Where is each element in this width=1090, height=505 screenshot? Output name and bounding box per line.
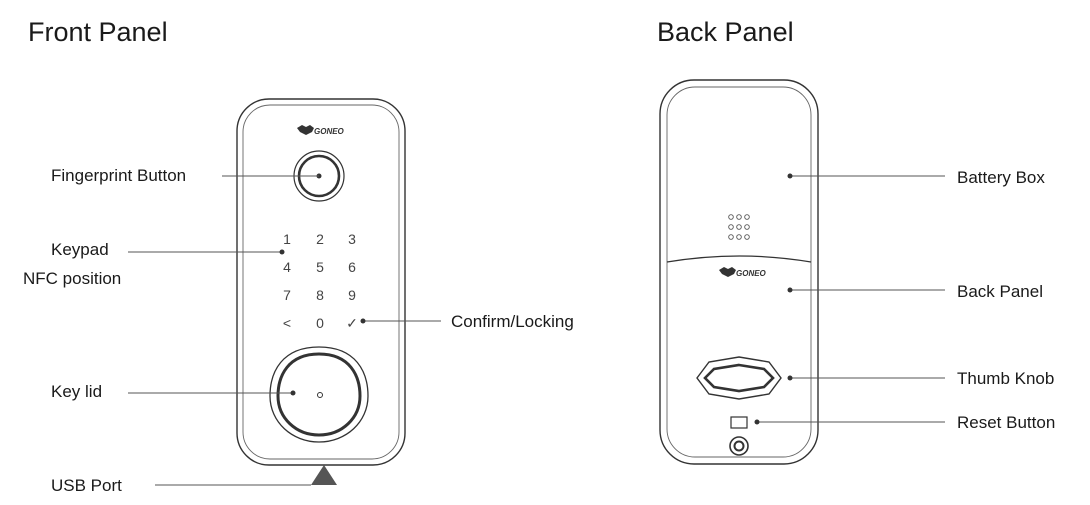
front-panel-title: Front Panel bbox=[28, 17, 168, 47]
key-2[interactable]: 2 bbox=[316, 231, 324, 247]
label-fingerprint-button: Fingerprint Button bbox=[51, 166, 187, 185]
label-confirm-locking: Confirm/Locking bbox=[451, 312, 574, 331]
key-4[interactable]: 4 bbox=[283, 259, 291, 275]
key-confirm[interactable]: ✓ bbox=[346, 315, 358, 331]
key-6[interactable]: 6 bbox=[348, 259, 356, 275]
usb-port-icon bbox=[311, 465, 337, 485]
key-back[interactable]: < bbox=[283, 315, 291, 331]
label-thumb-knob: Thumb Knob bbox=[957, 369, 1055, 388]
reset-button[interactable] bbox=[730, 416, 748, 429]
speaker-grille bbox=[728, 214, 750, 240]
front-panel-body bbox=[236, 98, 406, 466]
label-key-lid: Key lid bbox=[51, 382, 103, 401]
key-5[interactable]: 5 bbox=[316, 259, 324, 275]
battery-cover-seam bbox=[666, 255, 812, 263]
label-usb-port: USB Port bbox=[51, 476, 122, 495]
label-back-panel: Back Panel bbox=[957, 282, 1043, 301]
label-reset-button: Reset Button bbox=[957, 413, 1056, 432]
key-7[interactable]: 7 bbox=[283, 287, 291, 303]
back-brand-logo: GONEO bbox=[719, 267, 767, 278]
thumb-knob[interactable] bbox=[696, 356, 782, 400]
back-panel-title: Back Panel bbox=[657, 17, 794, 47]
keypad[interactable]: 1 2 3 4 5 6 7 8 9 < 0 ✓ bbox=[283, 231, 358, 331]
key-0[interactable]: 0 bbox=[316, 315, 324, 331]
front-brand-logo: GONEO bbox=[297, 125, 345, 136]
key-lid[interactable] bbox=[269, 346, 369, 443]
front-callouts bbox=[128, 175, 441, 486]
back-screw-icon bbox=[729, 436, 749, 456]
key-1[interactable]: 1 bbox=[283, 231, 291, 247]
svg-text:GONEO: GONEO bbox=[314, 127, 345, 136]
label-nfc-position: NFC position bbox=[23, 269, 122, 288]
key-8[interactable]: 8 bbox=[316, 287, 324, 303]
back-panel-body bbox=[659, 79, 819, 465]
label-battery-box: Battery Box bbox=[957, 168, 1045, 187]
label-keypad: Keypad bbox=[51, 240, 109, 259]
key-3[interactable]: 3 bbox=[348, 231, 356, 247]
svg-text:GONEO: GONEO bbox=[736, 269, 767, 278]
key-9[interactable]: 9 bbox=[348, 287, 356, 303]
back-callouts bbox=[754, 173, 945, 425]
